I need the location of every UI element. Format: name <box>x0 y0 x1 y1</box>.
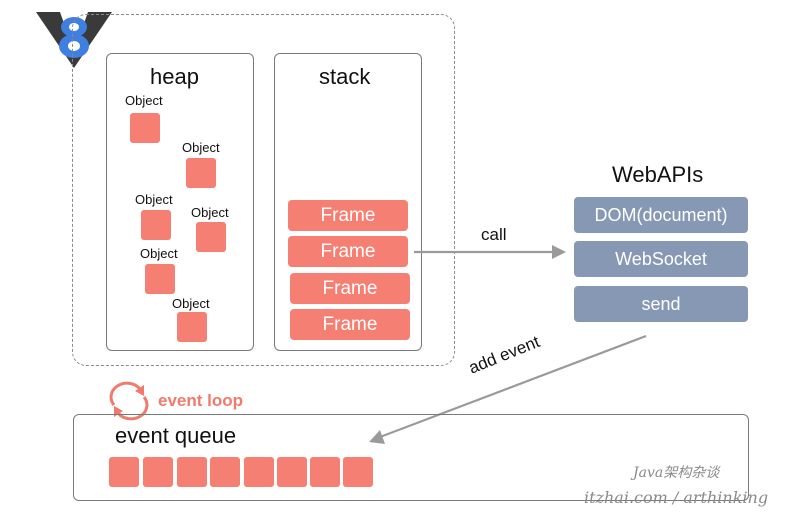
heap-object <box>130 113 160 143</box>
webapi-send: send <box>574 286 748 322</box>
heap-object-label: Object <box>125 93 163 108</box>
queue-slot <box>277 457 307 487</box>
heap-object <box>186 158 216 188</box>
stack-frame: Frame <box>290 309 410 340</box>
heap-panel <box>106 53 254 351</box>
webapis-title: WebAPIs <box>612 162 704 187</box>
heap-title: heap <box>150 64 199 89</box>
watermark-title: Java架构杂谈 <box>633 465 720 481</box>
heap-object <box>177 312 207 342</box>
watermark-url: itzhai.com / arthinking <box>584 488 769 507</box>
event-queue-title: event queue <box>115 423 237 448</box>
queue-slot <box>244 457 274 487</box>
heap-object-label: Object <box>191 205 229 220</box>
stack-frame: Frame <box>288 236 408 267</box>
heap-object <box>145 264 175 294</box>
stack-title: stack <box>319 64 371 89</box>
queue-slot <box>177 457 207 487</box>
call-arrow-head <box>552 245 566 259</box>
heap-object-label: Object <box>182 140 220 155</box>
call-label: call <box>481 225 507 244</box>
add-event-label: add event <box>466 332 543 378</box>
queue-slot <box>143 457 173 487</box>
queue-slot <box>210 457 240 487</box>
event-loop-cycle-icon <box>109 381 149 421</box>
heap-object-label: Object <box>140 246 178 261</box>
queue-slot <box>109 457 139 487</box>
queue-slot <box>310 457 340 487</box>
webapi-websocket: WebSocket <box>574 241 748 277</box>
stack-frame: Frame <box>288 200 408 231</box>
heap-object <box>141 210 171 240</box>
event-loop-label: event loop <box>158 391 244 410</box>
heap-object <box>196 222 226 252</box>
js-engine-container <box>72 14 455 366</box>
heap-object-label: Object <box>172 296 210 311</box>
webapi-dom: DOM(document) <box>574 197 748 233</box>
stack-frame: Frame <box>290 273 410 304</box>
heap-object-label: Object <box>135 192 173 207</box>
event-queue-panel <box>73 414 749 501</box>
queue-slot <box>343 457 373 487</box>
